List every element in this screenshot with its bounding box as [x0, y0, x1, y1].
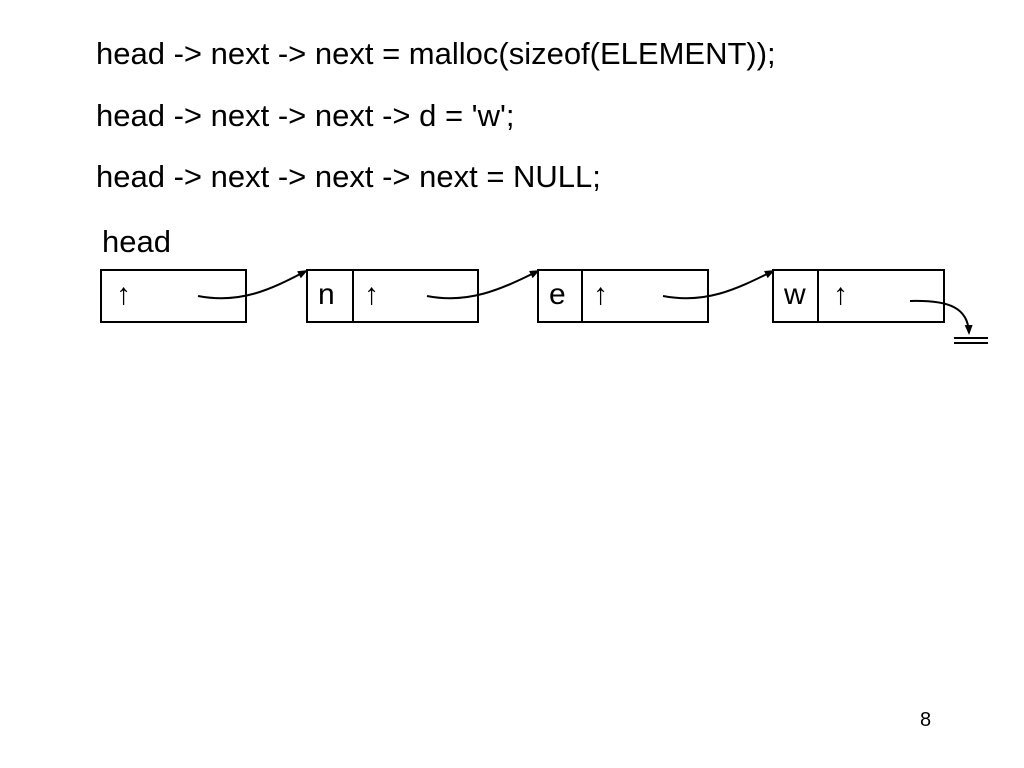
- node-data-value: w: [784, 278, 806, 311]
- pointer-arrow-icon: ↑: [593, 278, 608, 311]
- pointer-arrow-icon: ↑: [364, 278, 379, 311]
- head-pointer-cell: ↑: [100, 269, 247, 323]
- head-pointer-label: head: [102, 224, 171, 259]
- node-data-value: n: [318, 278, 335, 311]
- pointer-arrow-icon: ↑: [833, 278, 848, 311]
- list-node-3: w ↑: [772, 269, 945, 323]
- list-node-2: e ↑: [537, 269, 709, 323]
- code-line-assign-null: head -> next -> next -> next = NULL;: [96, 159, 601, 194]
- page-number: 8: [920, 709, 932, 731]
- node-data-value: e: [549, 278, 566, 311]
- code-line-assign-data: head -> next -> next -> d = 'w';: [96, 98, 515, 133]
- pointer-arrow-icon: ↑: [116, 278, 131, 311]
- code-line-malloc: head -> next -> next = malloc(sizeof(ELE…: [96, 36, 776, 71]
- ground-null-icon: [954, 337, 988, 344]
- node-field-divider: [817, 271, 819, 321]
- node-field-divider: [352, 271, 354, 321]
- node-field-divider: [581, 271, 583, 321]
- list-node-1: n ↑: [306, 269, 479, 323]
